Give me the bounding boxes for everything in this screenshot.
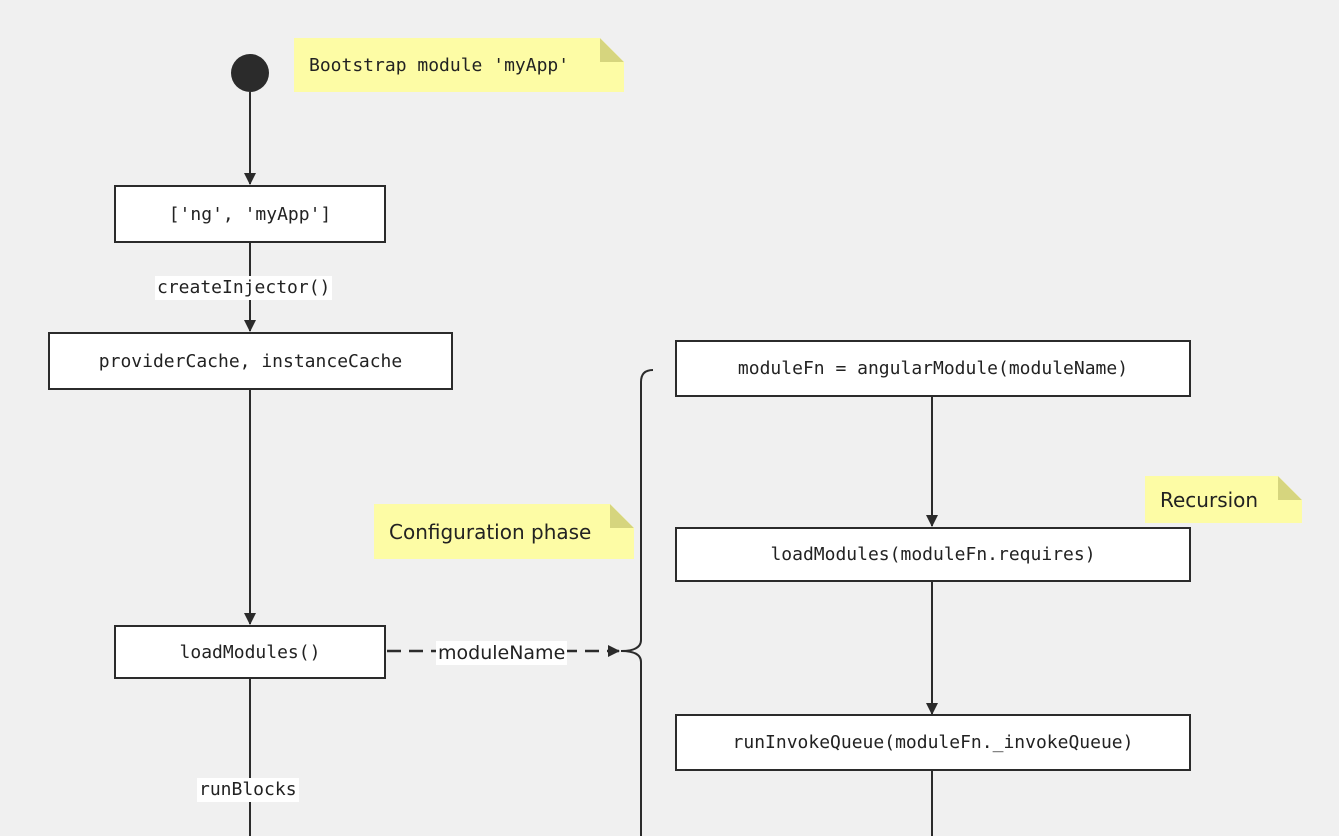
- note-configuration-phase: Configuration phase: [374, 504, 634, 559]
- note-recursion-text: Recursion: [1160, 487, 1259, 512]
- note-configuration-phase-text: Configuration phase: [389, 519, 592, 544]
- node-load-modules-label: loadModules(): [179, 641, 321, 663]
- note-bootstrap-text: Bootstrap module 'myApp': [309, 54, 570, 76]
- node-modules-list-label: ['ng', 'myApp']: [168, 203, 332, 225]
- note-recursion: Recursion: [1145, 476, 1302, 523]
- node-caches: providerCache, instanceCache: [48, 332, 453, 390]
- group-brace: [620, 369, 654, 836]
- start-node: [231, 54, 269, 92]
- node-caches-label: providerCache, instanceCache: [98, 350, 403, 372]
- node-load-modules: loadModules(): [114, 625, 386, 679]
- note-bootstrap: Bootstrap module 'myApp': [294, 38, 624, 92]
- node-run-invoke-queue: runInvokeQueue(moduleFn._invokeQueue): [675, 714, 1191, 771]
- node-load-requires: loadModules(moduleFn.requires): [675, 527, 1191, 582]
- node-run-invoke-queue-label: runInvokeQueue(moduleFn._invokeQueue): [732, 732, 1134, 753]
- edge-label-run-blocks: runBlocks: [197, 778, 299, 802]
- node-modules-list: ['ng', 'myApp']: [114, 185, 386, 243]
- node-module-fn-label: moduleFn = angularModule(moduleName): [737, 358, 1129, 379]
- edge-label-create-injector: createInjector(): [155, 276, 333, 300]
- node-module-fn: moduleFn = angularModule(moduleName): [675, 340, 1191, 397]
- edge-label-module-name: moduleName: [436, 641, 568, 665]
- node-load-requires-label: loadModules(moduleFn.requires): [770, 544, 1096, 565]
